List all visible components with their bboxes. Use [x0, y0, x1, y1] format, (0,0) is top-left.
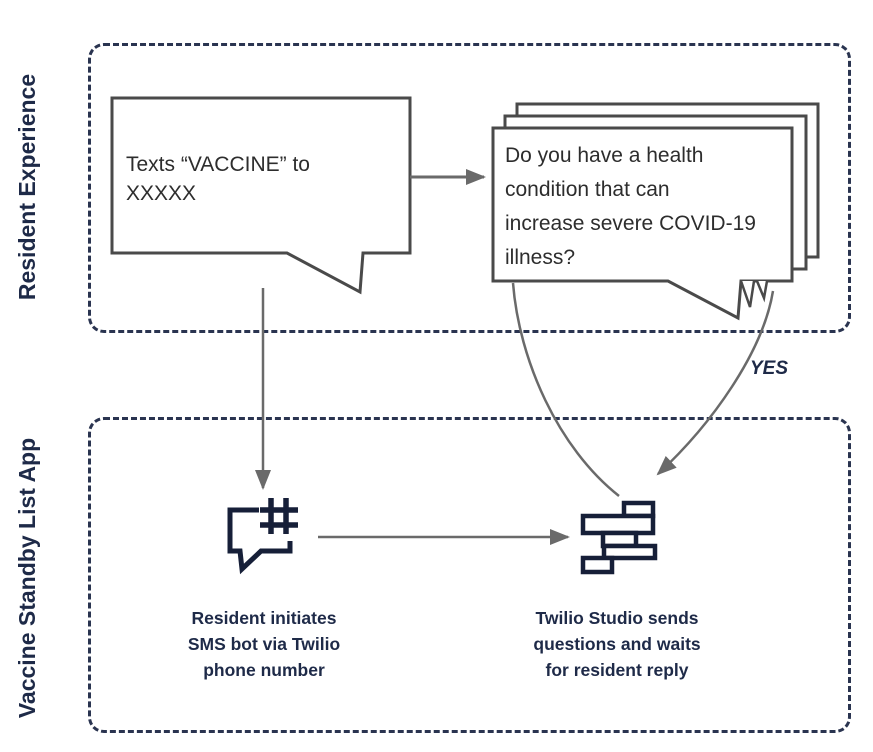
- yes-branch-label: YES: [750, 358, 789, 379]
- resident-experience-lane-box: [88, 43, 851, 333]
- lane-label-resident-experience: Resident Experience: [14, 73, 40, 301]
- bot-question-text: Do you have a health condition that can …: [505, 144, 756, 269]
- resident-message-text: Texts “VACCINE” to XXXXX: [126, 153, 310, 205]
- caption-resident-initiates: Resident initiates SMS bot via Twilio ph…: [187, 608, 341, 680]
- vaccine-standby-lane-box: [88, 417, 851, 733]
- caption-twilio-studio: Twilio Studio sends questions and waits …: [533, 608, 701, 680]
- lane-label-vaccine-standby: Vaccine Standby List App: [14, 437, 40, 719]
